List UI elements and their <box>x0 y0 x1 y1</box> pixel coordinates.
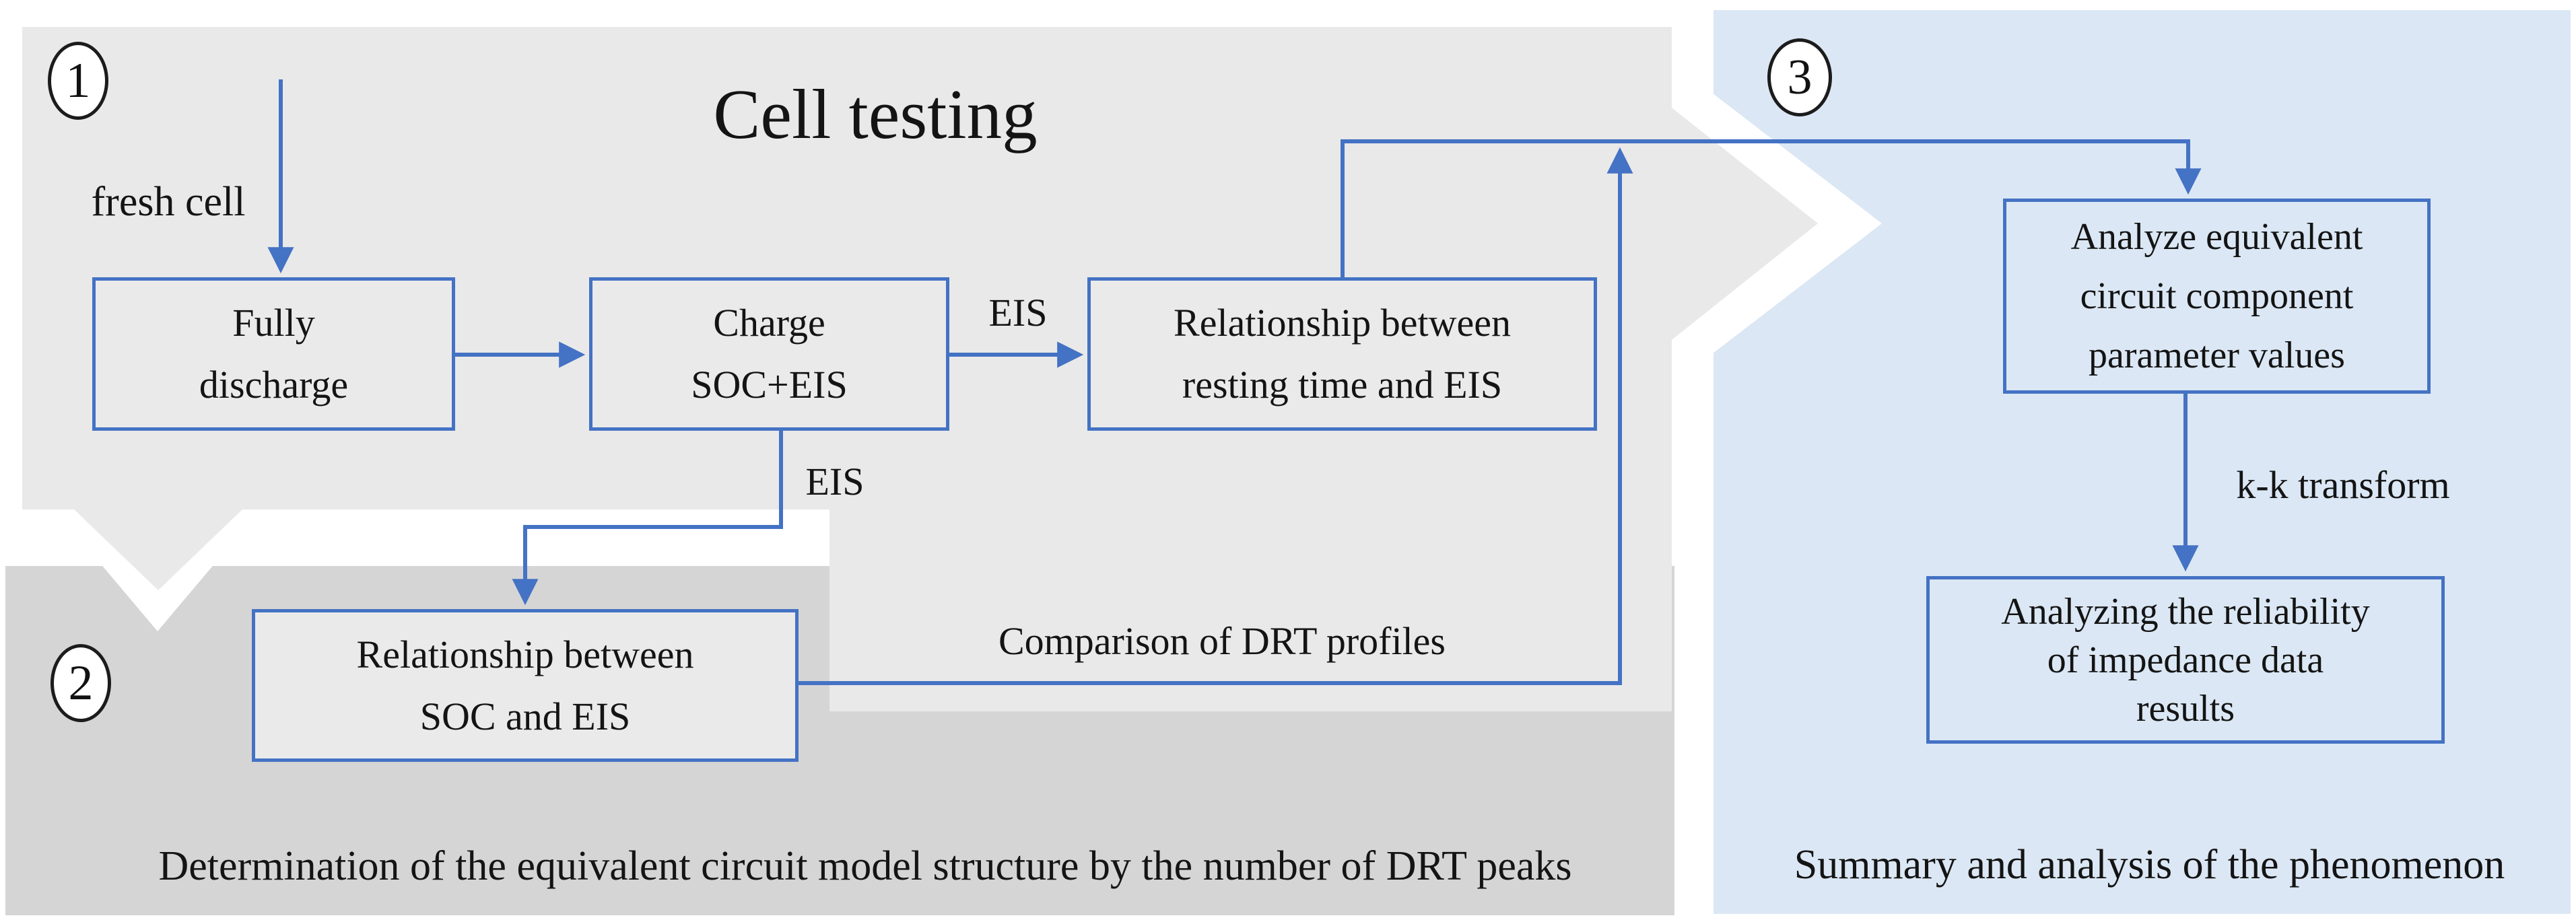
box-analyze-parameters: Analyze equivalent circuit component par… <box>2003 199 2431 394</box>
box-relationship-resting-eis: Relationship between resting time and EI… <box>1087 277 1597 431</box>
diagram-title: Cell testing <box>713 75 1038 153</box>
label-kk-transform: k-k transform <box>2236 463 2450 507</box>
arrow-comparison-up <box>799 147 1633 685</box>
step-1-number: 1 <box>65 52 91 108</box>
step-3-number: 3 <box>1787 49 1812 105</box>
region-3-panel <box>1714 10 2571 914</box>
step-2-number: 2 <box>68 655 94 711</box>
box-charge-soc-eis: Charge SOC+EIS <box>589 277 949 431</box>
step-2-badge: 2 <box>50 644 111 722</box>
step-3-badge: 3 <box>1767 38 1832 116</box>
label-comparison-drt: Comparison of DRT profiles <box>998 619 1446 663</box>
caption-region2: Determination of the equivalent circuit … <box>158 843 1572 889</box>
arrow-charge-to-soc <box>512 431 783 606</box>
label-fresh-cell: fresh cell <box>91 179 246 225</box>
box-relationship-soc-eis: Relationship between SOC and EIS <box>252 609 799 762</box>
box-fully-discharge: Fully discharge <box>92 277 455 431</box>
label-eis-right: EIS <box>988 291 1048 334</box>
caption-region3: Summary and analysis of the phenomenon <box>1794 842 2505 888</box>
step-1-badge: 1 <box>48 42 108 120</box>
arrow-resting-to-analyze <box>1341 139 2202 277</box>
label-eis-down: EIS <box>805 460 865 503</box>
box-reliability-results: Analyzing the reliability of impedance d… <box>1926 576 2445 744</box>
